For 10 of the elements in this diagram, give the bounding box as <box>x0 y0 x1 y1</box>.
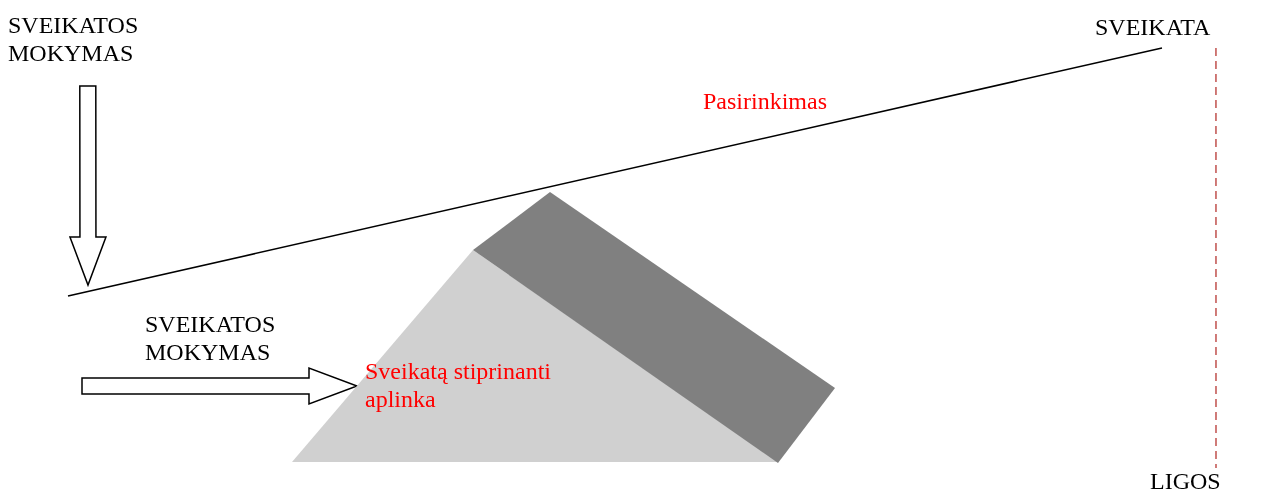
edge-label: Pasirinkimas <box>703 88 827 116</box>
heading-label: SVEIKATOS MOKYMAS <box>8 12 140 68</box>
lever-line <box>67 47 1163 297</box>
heading-label: SVEIKATA <box>1095 14 1212 42</box>
block-arrow <box>81 366 360 406</box>
block-arrow <box>68 85 108 288</box>
heading-label: LIGOS <box>1150 468 1222 496</box>
edge-label: SVEIKATOS MOKYMAS <box>145 311 277 367</box>
dashed-line <box>1215 47 1217 469</box>
environment-label: Sveikatą stiprinanti aplinka <box>365 358 552 414</box>
